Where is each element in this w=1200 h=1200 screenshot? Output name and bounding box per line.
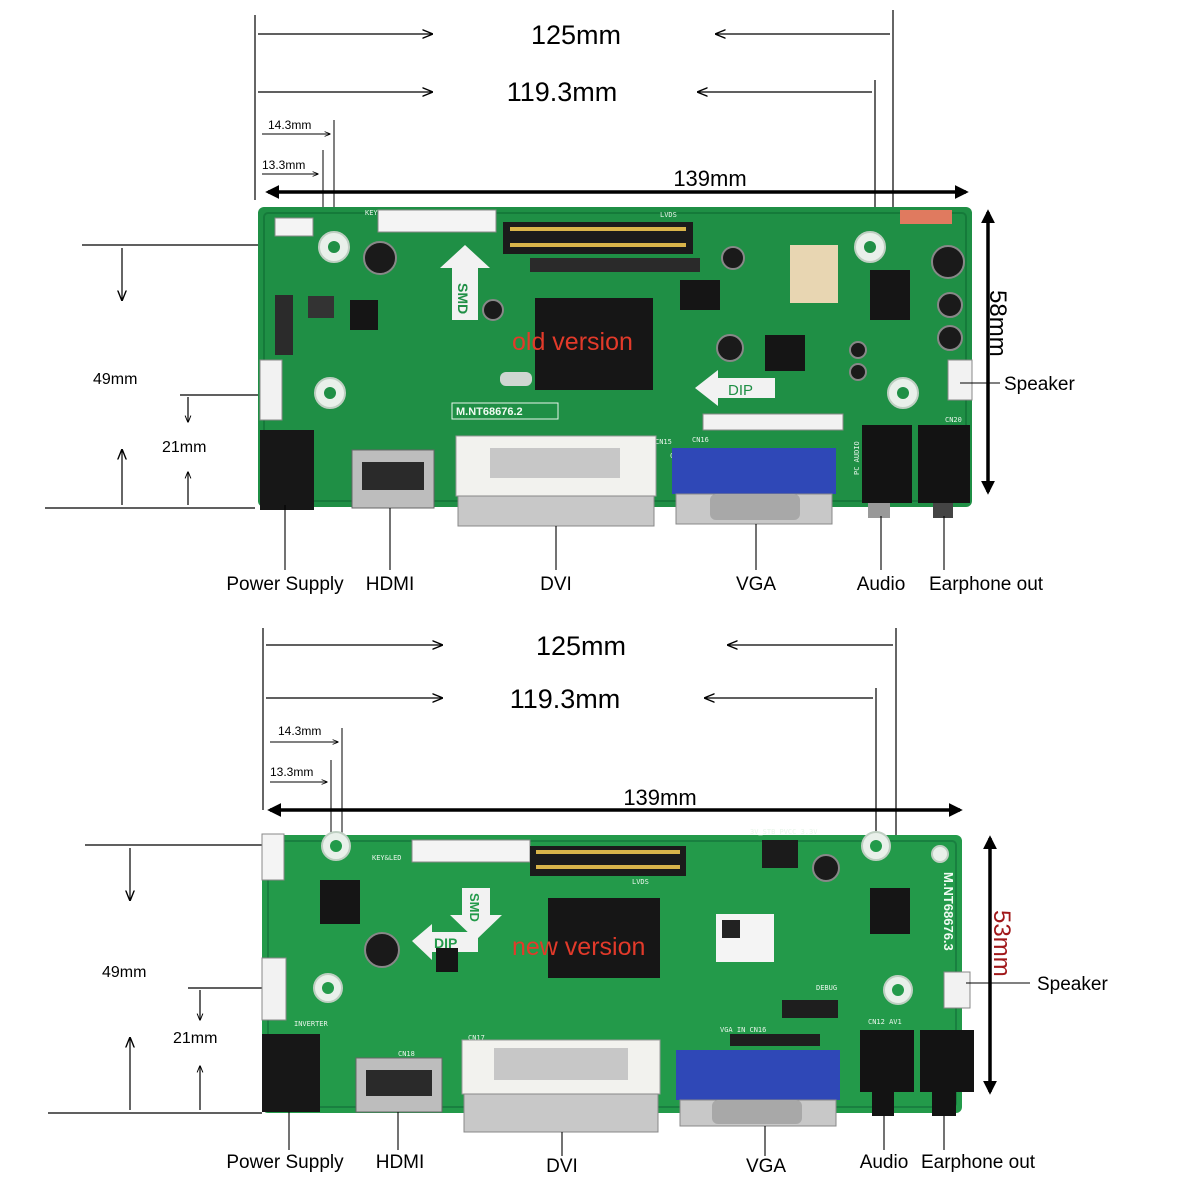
board-old-diagram: 125mm 119.3mm 14.3mm 13.3mm 139mm 58mm <box>45 10 1075 595</box>
svg-text:INVERTER: INVERTER <box>294 1020 329 1028</box>
dim-13-label: 13.3mm <box>270 765 313 779</box>
svg-text:LVDS: LVDS <box>632 878 649 886</box>
dim-total-width-new <box>262 628 897 835</box>
dim-21-label: 21mm <box>173 1030 217 1047</box>
dim-139-label: 139mm <box>623 785 696 810</box>
port-label-dvi: DVI <box>546 1156 578 1177</box>
svg-text:VGA IN CN16: VGA IN CN16 <box>720 1026 766 1034</box>
port-label-audio: Audio <box>857 574 906 595</box>
main-chip <box>548 898 660 978</box>
svg-text:CN15: CN15 <box>655 438 672 446</box>
connector-ir <box>274 217 314 237</box>
components-old <box>259 210 973 431</box>
connector-lvds <box>503 222 693 254</box>
dim-49-label: 49mm <box>93 371 137 388</box>
svg-text:CN16: CN16 <box>692 436 709 444</box>
port-label-vga: VGA <box>746 1156 786 1177</box>
port-label-dvi: DVI <box>540 574 572 595</box>
svg-text:CN17: CN17 <box>468 1034 485 1042</box>
speaker-label-new: Speaker <box>1037 974 1108 995</box>
smd-arrow <box>450 888 502 940</box>
svg-text:LVDS: LVDS <box>660 211 677 219</box>
components-new <box>261 854 971 1046</box>
main-chip <box>535 298 653 390</box>
connector-ir <box>261 833 285 881</box>
port-label-earphone: Earphone out <box>929 574 1044 595</box>
dip-arrow <box>412 924 478 960</box>
vga-connector-old <box>672 448 836 494</box>
svg-text:KEY: KEY <box>365 209 378 217</box>
svg-text:CN20: CN20 <box>945 416 962 424</box>
dim-119-label: 119.3mm <box>510 684 621 714</box>
speaker-label-old: Speaker <box>1004 374 1075 395</box>
svg-text:PC AUDIO: PC AUDIO <box>853 441 861 475</box>
dim-height-label: 58mm <box>984 290 1011 357</box>
dim-21-label: 21mm <box>162 439 206 456</box>
model-label-new: M.NT68676.3 <box>941 872 956 951</box>
version-label-old: old version <box>512 328 633 356</box>
smd-arrow <box>440 245 490 320</box>
earphone-jack-new <box>920 1030 974 1092</box>
svg-text:3V_STB PVCC 3.3V: 3V_STB PVCC 3.3V <box>750 828 818 836</box>
audio-jack-old <box>862 425 912 503</box>
connector-key <box>377 209 497 233</box>
vga-connector-new <box>676 1050 840 1100</box>
dim-139-label: 139mm <box>673 166 746 191</box>
dip-arrow <box>695 370 775 406</box>
smd-label: SMD <box>455 283 471 314</box>
dim-small-offsets-new <box>270 728 343 850</box>
version-label-new: new version <box>512 933 645 961</box>
svg-text:KEY&LED: KEY&LED <box>372 854 402 862</box>
model-label-old: M.NT68676.2 <box>456 406 523 418</box>
board-new-diagram: 125mm 119.3mm 14.3mm 13.3mm 139mm 53mm <box>48 628 1108 1177</box>
audio-jack-new <box>860 1030 914 1092</box>
port-label-power: Power Supply <box>226 574 344 595</box>
port-label-hdmi: HDMI <box>376 1152 425 1173</box>
port-label-hdmi: HDMI <box>366 574 415 595</box>
ports-old <box>260 425 970 527</box>
dim-13-label: 13.3mm <box>262 158 305 172</box>
port-label-audio: Audio <box>860 1152 909 1173</box>
ports-new <box>262 1030 974 1133</box>
svg-text:DEBUG: DEBUG <box>816 984 837 992</box>
port-label-power: Power Supply <box>226 1152 344 1173</box>
port-label-vga: VGA <box>736 574 776 595</box>
dim-125-label: 125mm <box>531 20 621 50</box>
dim-49-label: 49mm <box>102 964 146 981</box>
dim-14-label: 14.3mm <box>278 724 321 738</box>
dip-label: DIP <box>728 382 753 399</box>
dim-125-label: 125mm <box>536 631 626 661</box>
svg-text:CN18: CN18 <box>398 1050 415 1058</box>
smd-label: SMD <box>467 893 482 922</box>
dim-119-label: 119.3mm <box>507 77 618 107</box>
connector-key <box>411 839 531 863</box>
port-label-earphone: Earphone out <box>921 1152 1036 1173</box>
dim-height-label: 53mm <box>988 910 1015 977</box>
power-jack-old <box>260 430 314 510</box>
dip-label: DIP <box>434 935 457 951</box>
dim-14-label: 14.3mm <box>268 118 311 132</box>
power-jack-new <box>262 1034 320 1112</box>
dim-hole-spacing-old <box>258 80 876 230</box>
earphone-jack-old <box>918 425 970 503</box>
svg-text:CN12 AV1: CN12 AV1 <box>868 1018 902 1026</box>
